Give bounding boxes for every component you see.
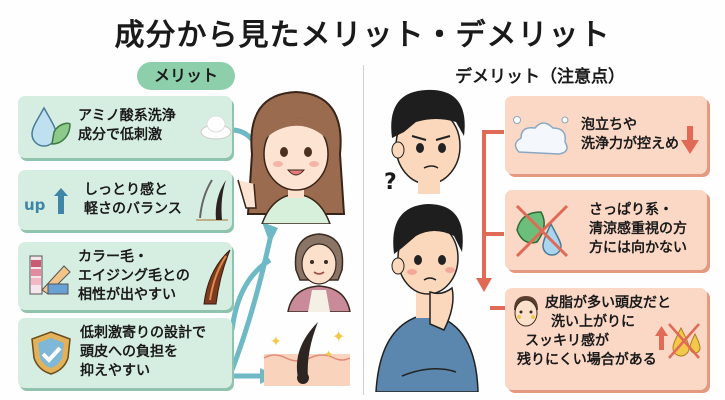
question-mark: ? (384, 170, 397, 195)
merit-item-4-line-1: 低刺激寄りの設計で (80, 325, 206, 341)
demerit-item-3-line-4: 残りにくい場合がある (517, 352, 657, 368)
merit-item-4: 低刺激寄りの設計で 頭皮への負担を 抑えやすい (18, 318, 232, 388)
page-title: 成分から見たメリット・デメリット (114, 18, 611, 53)
merit-item-2-line-2: 軽さのバランス (84, 201, 182, 217)
merit-item-3-line-1: カラー毛・ (78, 249, 148, 265)
demerit-item-1: 泡立ちや 洗浄力が控えめ (505, 96, 707, 174)
demerit-item-3-line-2: 洗い上がりに (551, 314, 635, 330)
confused-man-illustration (391, 89, 465, 194)
down-arrow-icon (681, 126, 699, 154)
oily-face-icon (511, 294, 541, 328)
up-arrow-icon: up (24, 186, 72, 216)
merit-item-3-line-2: エイジング毛との (78, 268, 190, 284)
merit-item-2: up しっとり感と 軽さのバランス (18, 170, 232, 230)
merit-item-4-line-2: 頭皮への負担を (80, 344, 178, 360)
healthy-hair-scalp-illustration: ✦ ✦ ✦ (263, 322, 351, 386)
center-divider (363, 65, 364, 395)
merit-heading: メリット (137, 62, 235, 90)
thinking-man-illustration (375, 204, 479, 392)
svg-text:up: up (24, 196, 46, 214)
demerit-item-3: 皮脂が多い頭皮だと 洗い上がりに スッキリ感が 残りにくい場合がある (505, 288, 707, 390)
demerit-item-2-line-2: 清涼感重視の方 (589, 221, 687, 237)
merit-item-1-line-1: アミノ酸系洗浄 (78, 108, 176, 124)
cloud-foam-icon (511, 114, 571, 158)
merit-item-2-line-1: しっとり感と (84, 182, 168, 198)
merit-item-4-line-3: 抑えやすい (80, 363, 150, 379)
svg-text:✦: ✦ (332, 327, 345, 346)
merit-item-1-line-2: 成分で低刺激 (78, 127, 162, 143)
crossed-oil-drop-icon (655, 320, 701, 360)
color-swatch-icon (26, 252, 72, 298)
shield-check-icon (30, 330, 72, 376)
demerit-item-2-line-1: さっぱり系・ (589, 202, 673, 218)
hair-strand-icon (194, 176, 230, 226)
demerit-connector-lines (476, 130, 506, 310)
merit-item-3: カラー毛・ エイジング毛との 相性が出やすい (18, 242, 232, 310)
demerit-item-3-line-1: 皮脂が多い頭皮だと (545, 295, 671, 311)
smiling-woman-illustration (237, 90, 346, 224)
merit-item-1: アミノ酸系洗浄 成分で低刺激 (18, 96, 232, 158)
water-drop-leaf-icon (28, 106, 72, 150)
colored-hair-icon (202, 248, 232, 306)
demerit-item-1-line-1: 泡立ちや (581, 117, 637, 133)
demerit-item-2: さっぱり系・ 清涼感重視の方 方には向かない (505, 190, 707, 270)
svg-text:✦: ✦ (324, 348, 333, 361)
demerit-item-3-line-3: スッキリ感が (525, 333, 609, 349)
svg-text:✦: ✦ (270, 334, 282, 350)
merit-item-3-line-3: 相性が出やすい (78, 287, 176, 303)
demerit-item-2-line-3: 方には向かない (589, 240, 687, 256)
foam-icon (200, 114, 232, 140)
demerit-heading: デメリット（注意点） (455, 67, 625, 87)
crossed-mint-icon (511, 202, 573, 260)
middle-aged-woman-illustration (287, 233, 351, 312)
demerit-item-1-line-2: 洗浄力が控えめ (581, 136, 679, 152)
